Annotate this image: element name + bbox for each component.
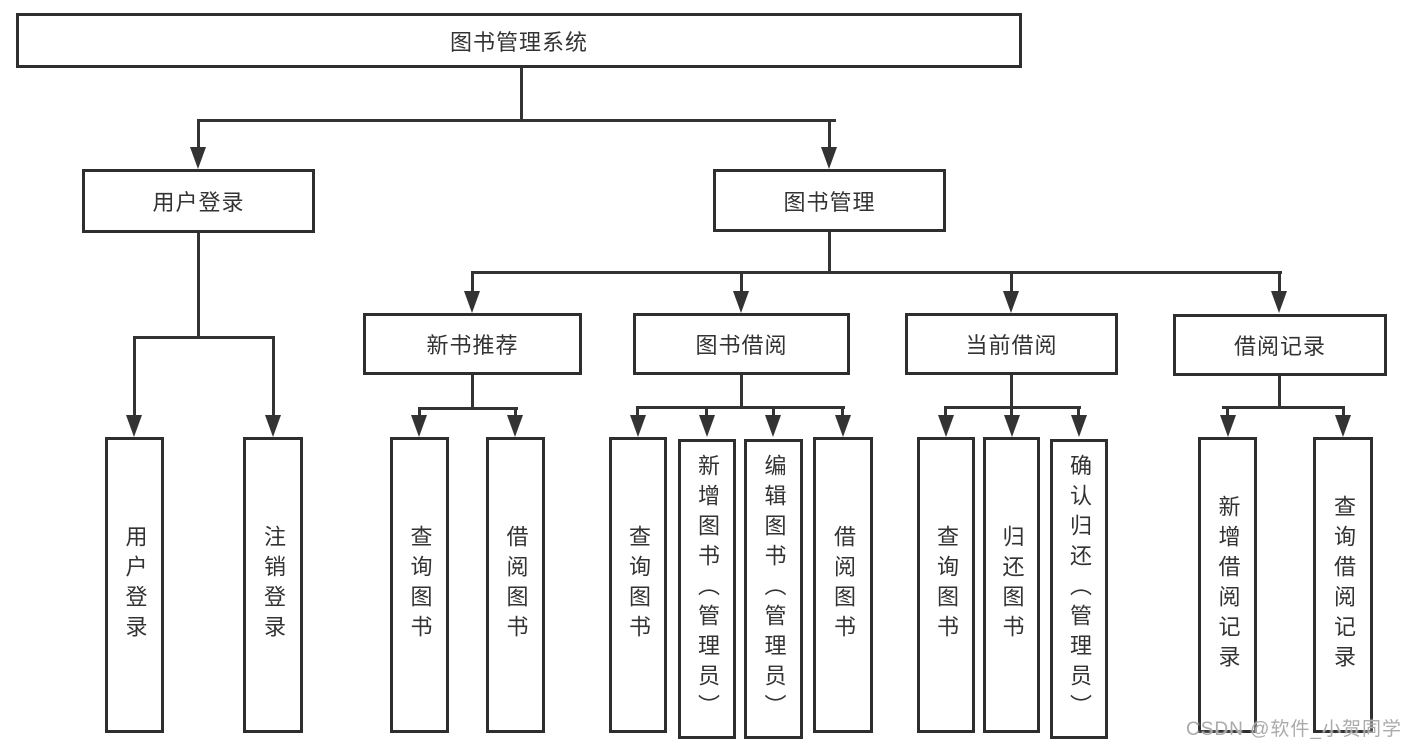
arrow-down-icon bbox=[938, 415, 954, 437]
leaf-cb-confirm-return-admin: 确认归还（管理员） bbox=[1050, 439, 1108, 739]
node-borrow-records: 借阅记录 bbox=[1173, 314, 1387, 376]
arrow-down-icon bbox=[821, 147, 837, 169]
connector-line bbox=[740, 375, 743, 409]
connector-line bbox=[471, 271, 1282, 274]
connector-line bbox=[740, 271, 743, 294]
node-book-borrow-label: 图书借阅 bbox=[695, 333, 788, 358]
leaf-bb-borrow-books: 借阅图书 bbox=[813, 437, 873, 733]
connector-line bbox=[1278, 376, 1281, 409]
connector-line bbox=[1010, 375, 1013, 409]
connector-line bbox=[636, 406, 845, 409]
connector-line bbox=[471, 271, 474, 294]
connector-line bbox=[418, 407, 518, 410]
watermark: CSDN @软件_小贺同学 bbox=[1186, 719, 1402, 740]
leaf-cb-return-books: 归还图书 bbox=[983, 437, 1040, 733]
node-library-system: 图书管理系统 bbox=[16, 13, 1022, 68]
leaf-bb-query-books-label: 查询图书 bbox=[626, 525, 651, 645]
connector-line bbox=[841, 406, 844, 418]
arrow-down-icon bbox=[464, 291, 480, 313]
arrow-down-icon bbox=[126, 415, 142, 437]
leaf-cb-query-books: 查询图书 bbox=[917, 437, 975, 733]
connector-line bbox=[1226, 406, 1229, 418]
arrow-down-icon bbox=[507, 415, 523, 437]
connector-line bbox=[828, 119, 831, 151]
connector-line bbox=[520, 68, 523, 122]
leaf-br-add-record: 新增借阅记录 bbox=[1198, 437, 1257, 733]
leaf-nb-borrow-books: 借阅图书 bbox=[486, 437, 545, 733]
leaf-bb-query-books: 查询图书 bbox=[609, 437, 667, 733]
arrow-down-icon bbox=[1335, 415, 1351, 437]
connector-line bbox=[828, 232, 831, 274]
leaf-user-login-label: 用户登录 bbox=[122, 525, 148, 645]
connector-line bbox=[1077, 406, 1080, 418]
connector-line bbox=[1222, 406, 1345, 409]
connector-line bbox=[133, 336, 136, 418]
node-user-login: 用户登录 bbox=[82, 169, 315, 233]
node-current-borrow: 当前借阅 bbox=[905, 313, 1118, 375]
leaf-br-query-record: 查询借阅记录 bbox=[1313, 437, 1373, 733]
node-borrow-records-label: 借阅记录 bbox=[1233, 334, 1326, 359]
connector-line bbox=[197, 119, 200, 151]
leaf-bb-add-books-admin: 新增图书（管理员） bbox=[678, 439, 736, 739]
node-book-management-label: 图书管理 bbox=[783, 189, 876, 215]
connector-line bbox=[133, 336, 275, 339]
arrow-down-icon bbox=[1003, 291, 1019, 313]
arrow-down-icon bbox=[699, 415, 715, 437]
connector-line bbox=[705, 406, 708, 418]
leaf-bb-add-books-admin-label: 新增图书（管理员） bbox=[695, 454, 720, 724]
leaf-bb-edit-books-admin: 编辑图书（管理员） bbox=[744, 439, 803, 739]
leaf-br-query-record-label: 查询借阅记录 bbox=[1331, 495, 1356, 675]
arrow-down-icon bbox=[265, 415, 281, 437]
node-book-borrow: 图书借阅 bbox=[633, 313, 850, 375]
arrow-down-icon bbox=[1004, 415, 1020, 437]
arrow-down-icon bbox=[1220, 415, 1236, 437]
leaf-cb-confirm-return-admin-label: 确认归还（管理员） bbox=[1067, 454, 1092, 724]
arrow-down-icon bbox=[190, 147, 206, 169]
connector-line bbox=[944, 406, 947, 418]
leaf-cb-return-books-label: 归还图书 bbox=[999, 525, 1025, 645]
connector-line bbox=[197, 119, 836, 122]
arrow-down-icon bbox=[411, 415, 427, 437]
leaf-nb-query-books: 查询图书 bbox=[390, 437, 449, 733]
connector-line bbox=[272, 336, 275, 418]
connector-line bbox=[471, 375, 474, 410]
arrow-down-icon bbox=[765, 415, 781, 437]
connector-line bbox=[772, 406, 775, 418]
arrow-down-icon bbox=[1271, 291, 1287, 313]
leaf-logout-label: 注销登录 bbox=[261, 525, 286, 645]
leaf-br-add-record-label: 新增借阅记录 bbox=[1215, 495, 1241, 675]
node-library-system-label: 图书管理系统 bbox=[449, 29, 588, 55]
arrow-down-icon bbox=[733, 291, 749, 313]
node-user-login-label: 用户登录 bbox=[152, 190, 245, 215]
node-book-management: 图书管理 bbox=[713, 169, 946, 232]
leaf-nb-query-books-label: 查询图书 bbox=[407, 525, 433, 645]
leaf-cb-query-books-label: 查询图书 bbox=[934, 525, 959, 645]
arrow-down-icon bbox=[835, 415, 851, 437]
leaf-logout: 注销登录 bbox=[243, 437, 303, 733]
connector-line bbox=[197, 233, 200, 339]
node-current-borrow-label: 当前借阅 bbox=[965, 333, 1058, 358]
leaf-bb-borrow-books-label: 借阅图书 bbox=[831, 525, 856, 645]
leaf-bb-edit-books-admin-label: 编辑图书（管理员） bbox=[761, 454, 787, 724]
node-new-book-recommend-label: 新书推荐 bbox=[426, 333, 519, 358]
connector-line bbox=[1278, 271, 1281, 294]
arrow-down-icon bbox=[630, 415, 646, 437]
node-new-book-recommend: 新书推荐 bbox=[363, 313, 582, 375]
connector-line bbox=[1010, 271, 1013, 294]
leaf-user-login: 用户登录 bbox=[105, 437, 164, 733]
leaf-nb-borrow-books-label: 借阅图书 bbox=[503, 525, 529, 645]
connector-line bbox=[1342, 406, 1345, 418]
connector-line bbox=[418, 407, 421, 418]
arrow-down-icon bbox=[1071, 415, 1087, 437]
connector-line bbox=[514, 407, 517, 418]
connector-line bbox=[636, 406, 639, 418]
connector-line bbox=[1010, 406, 1013, 418]
